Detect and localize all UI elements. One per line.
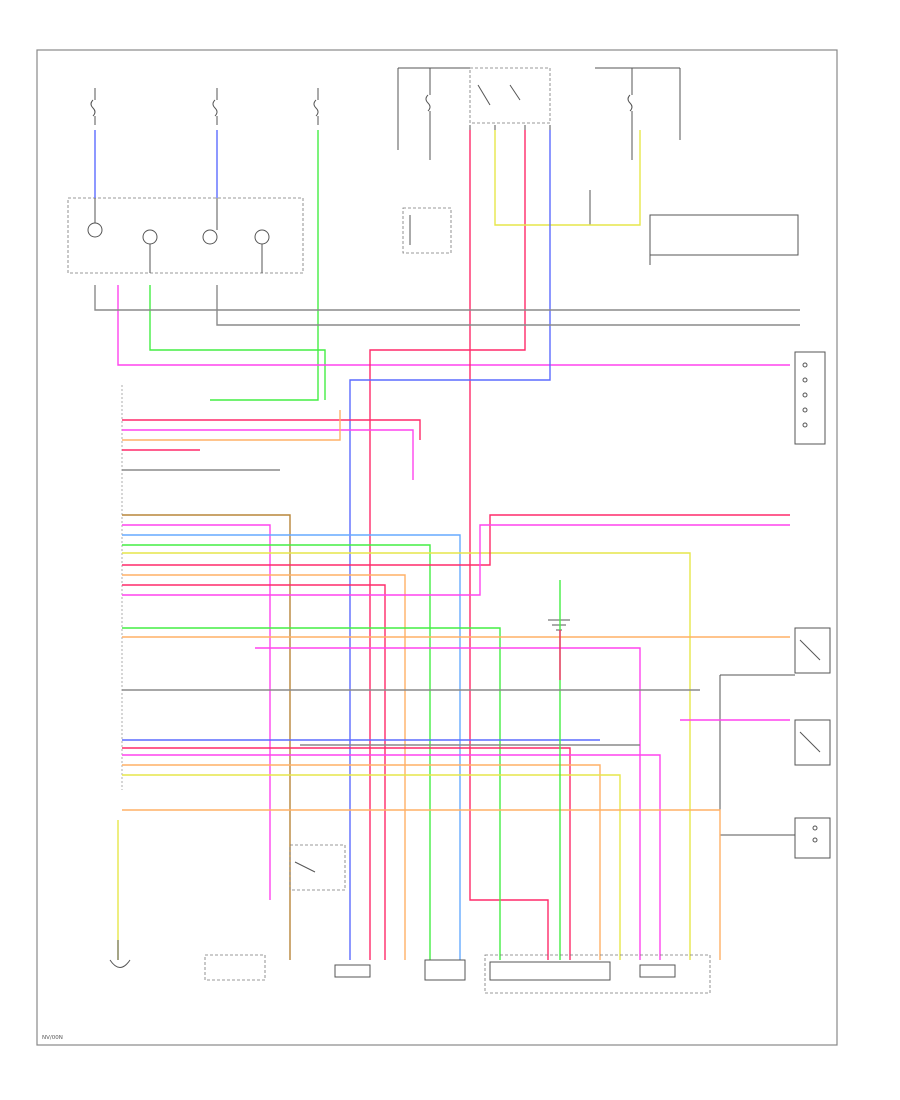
bottom-switch-area bbox=[289, 844, 346, 891]
solenoid-assembly bbox=[484, 954, 711, 994]
switch-left-upper bbox=[402, 207, 452, 254]
instrument-cluster bbox=[67, 197, 304, 274]
fuse-1 bbox=[90, 88, 96, 125]
hot-in-run-sources bbox=[397, 67, 681, 150]
fuse-4 bbox=[425, 68, 431, 160]
bottom-sensor-left bbox=[109, 940, 131, 968]
top-fuse-labels bbox=[68, 74, 345, 88]
ground-symbol-center bbox=[548, 619, 570, 631]
right-relay-box bbox=[649, 214, 799, 265]
right-connector-1 bbox=[794, 351, 826, 445]
fuse-5 bbox=[627, 68, 633, 160]
fuse-3 bbox=[313, 88, 319, 125]
right-connector-4 bbox=[794, 817, 831, 859]
right-connector-2 bbox=[794, 627, 831, 674]
bottom-sensor-4 bbox=[424, 959, 466, 981]
footer-code: NV/00N bbox=[42, 1035, 63, 1041]
module-pin-labels bbox=[50, 388, 120, 787]
transmission-relay bbox=[469, 67, 551, 130]
wires bbox=[94, 130, 800, 960]
bottom-sensor-2 bbox=[204, 954, 266, 981]
diagram-frame bbox=[36, 49, 838, 1046]
right-connector-3 bbox=[794, 719, 831, 766]
fuse-2 bbox=[212, 88, 218, 125]
right-bracket bbox=[719, 674, 795, 836]
bottom-sensor-3 bbox=[334, 964, 371, 978]
